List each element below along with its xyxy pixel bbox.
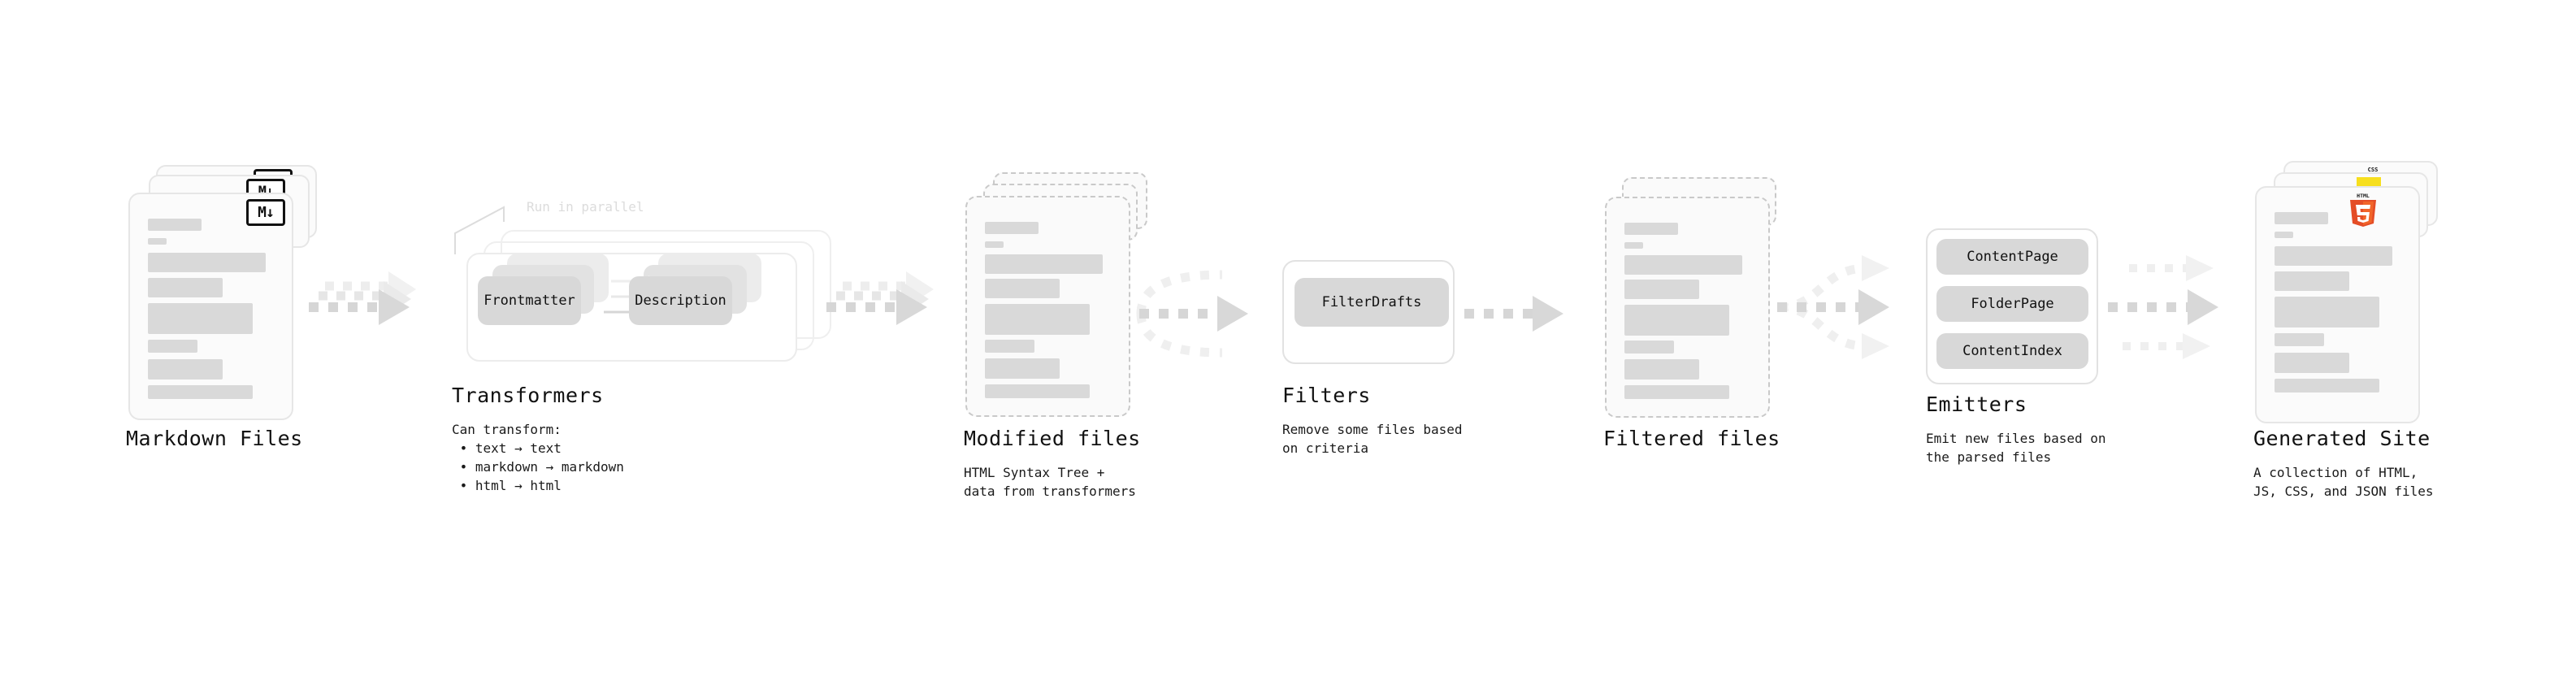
stage-title-filters: Filters (1282, 384, 1371, 407)
modified-card-front (965, 196, 1130, 417)
stage-subtitle-generated-site: A collection of HTML, JS, CSS, and JSON … (2253, 465, 2434, 499)
content-bar (1624, 359, 1699, 380)
content-bar (985, 340, 1034, 353)
stage-subtitle-modified-files: HTML Syntax Tree + data from transformer… (964, 465, 1136, 499)
content-bar (148, 219, 202, 231)
content-bar (1624, 242, 1643, 249)
emitter-chip-contentindex[interactable]: ContentIndex (1936, 333, 2088, 369)
content-bar (2275, 271, 2349, 291)
stage-title-filtered-files: Filtered files (1603, 427, 1780, 450)
markdown-icon-letter: M (258, 183, 267, 200)
content-bar (2275, 212, 2328, 224)
site-card-front (2255, 186, 2420, 423)
stage-title-markdown-files: Markdown Files (126, 427, 303, 450)
content-bar (1624, 223, 1678, 235)
arrow-modified-to-filters (1136, 262, 1300, 367)
stage-title-emitters: Emitters (1926, 393, 2027, 416)
content-bar (1624, 385, 1729, 399)
arrow-filters-to-filtered (1463, 286, 1593, 343)
content-bar (985, 254, 1103, 274)
markdown-icon-letter: M (258, 203, 267, 221)
markdown-icon: M↓ (246, 199, 285, 226)
content-bar (1624, 340, 1674, 354)
arrow-filtered-to-emitters (1776, 244, 1938, 374)
run-in-parallel-label: Run in parallel (527, 199, 644, 215)
transformer-chip-description[interactable]: Description (629, 276, 732, 325)
emitter-chip-contentpage[interactable]: ContentPage (1936, 239, 2088, 275)
content-bar (985, 384, 1090, 398)
arrow-transformers-to-modified (825, 268, 971, 349)
stage-title-generated-site: Generated Site (2253, 427, 2431, 450)
content-bar (2275, 379, 2379, 393)
stage-subtitle-transformers: Can transform: • text → text • markdown … (452, 422, 624, 493)
content-bar (985, 241, 1004, 248)
content-bar (148, 385, 253, 399)
arrow-markdown-to-transformers (307, 268, 453, 349)
content-bar (1624, 280, 1699, 299)
content-bar (1624, 305, 1729, 336)
content-bar (148, 303, 253, 334)
emitter-chip-folderpage[interactable]: FolderPage (1936, 286, 2088, 322)
content-bar (985, 358, 1060, 379)
markdown-card-front (128, 193, 293, 420)
run-in-parallel-bracket (453, 197, 559, 254)
content-bar (985, 304, 1090, 335)
content-bar (2275, 353, 2349, 373)
html5-icon: HTML (2347, 191, 2379, 228)
content-bar (148, 253, 266, 272)
stage-subtitle-filters: Remove some files based on criteria (1282, 422, 1463, 456)
content-bar (148, 278, 223, 297)
content-bar (148, 238, 167, 245)
content-bar (148, 340, 197, 353)
content-bar (1624, 255, 1742, 275)
html5-wordmark: HTML (2357, 193, 2370, 199)
arrow-emitters-to-site (2105, 244, 2267, 374)
content-bar (148, 359, 223, 380)
filter-chip-filterdrafts[interactable]: FilterDrafts (1295, 278, 1449, 327)
markdown-icon-arrow: ↓ (266, 203, 275, 221)
filtered-card-front (1605, 197, 1770, 418)
markdown-icon-arrow: ↓ (266, 183, 274, 200)
transformer-chip-frontmatter[interactable]: Frontmatter (478, 276, 581, 325)
content-bar (985, 279, 1060, 298)
svg-text:CSS: CSS (2368, 167, 2379, 173)
content-bar (2275, 232, 2293, 238)
content-bar (2275, 297, 2379, 327)
stage-title-modified-files: Modified files (964, 427, 1141, 450)
stage-title-transformers: Transformers (452, 384, 604, 407)
content-bar (985, 222, 1039, 234)
stage-subtitle-emitters: Emit new files based on the parsed files (1926, 431, 2106, 465)
content-bar (2275, 333, 2324, 346)
content-bar (2275, 246, 2392, 266)
